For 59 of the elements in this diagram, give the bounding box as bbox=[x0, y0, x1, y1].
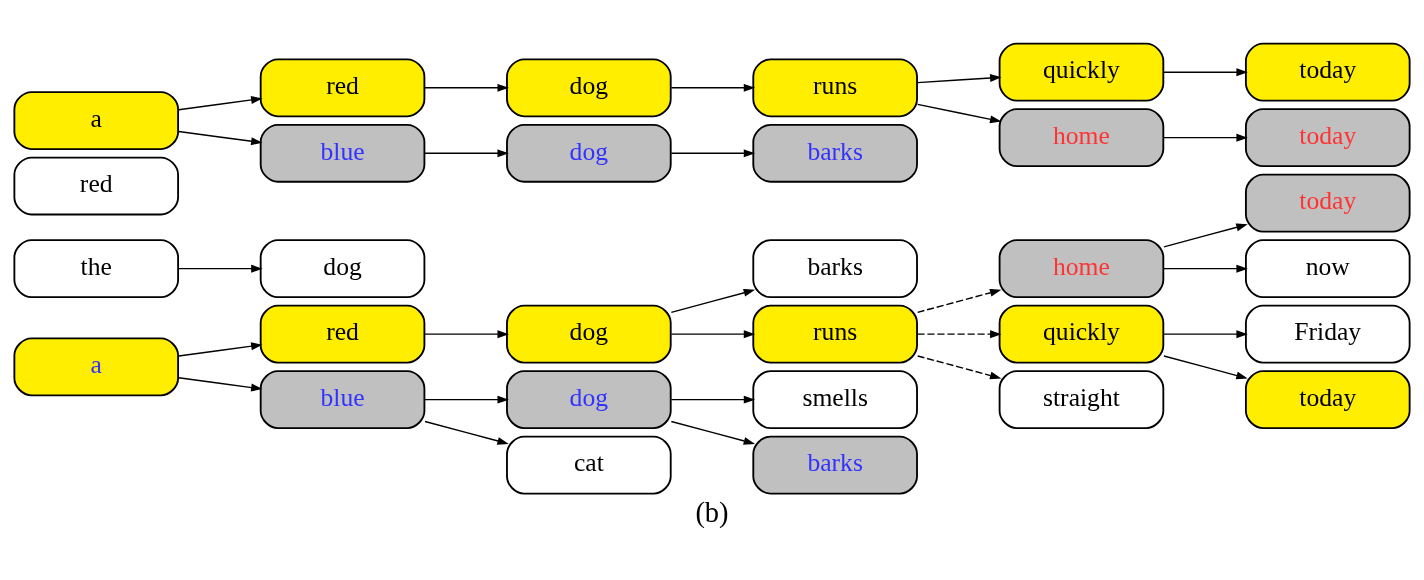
node-box: straight bbox=[998, 370, 1165, 430]
arrow bbox=[424, 420, 509, 445]
node-box: now bbox=[1244, 239, 1411, 299]
arrow bbox=[424, 83, 509, 92]
node-box: dog bbox=[259, 239, 426, 299]
arrow bbox=[1163, 223, 1248, 248]
node-box: barks bbox=[752, 239, 918, 299]
arrow bbox=[670, 395, 756, 404]
node-box: a bbox=[13, 337, 180, 397]
arrow bbox=[916, 288, 1002, 314]
arrow bbox=[1163, 330, 1248, 339]
arrow bbox=[178, 342, 263, 357]
arrow bbox=[670, 330, 756, 339]
arrow bbox=[178, 264, 263, 273]
node-box: Friday bbox=[1244, 304, 1411, 364]
node-box: blue bbox=[259, 370, 426, 430]
caption: (b) bbox=[695, 497, 729, 529]
node-box: red bbox=[13, 156, 180, 216]
arrow bbox=[670, 288, 756, 314]
node-box: red bbox=[259, 58, 426, 118]
node-box: dog bbox=[506, 370, 672, 430]
node-box: smells bbox=[752, 370, 918, 430]
arrow bbox=[178, 377, 263, 392]
node-box: dog bbox=[506, 123, 672, 183]
arrow bbox=[178, 95, 263, 111]
arrow bbox=[1163, 68, 1248, 77]
node-box: today bbox=[1244, 370, 1411, 430]
node-box: today bbox=[1244, 108, 1411, 168]
node-box: red bbox=[259, 304, 426, 364]
node-box: today bbox=[1244, 42, 1411, 102]
arrow bbox=[424, 395, 509, 404]
node-box: quickly bbox=[998, 304, 1165, 364]
arrow bbox=[916, 355, 1002, 380]
node-box: cat bbox=[506, 435, 672, 495]
node-box: dog bbox=[506, 58, 672, 118]
arrow bbox=[1163, 133, 1248, 142]
arrow bbox=[916, 330, 1002, 339]
node-box: the bbox=[13, 239, 180, 299]
arrow bbox=[670, 83, 756, 92]
node-box: dog bbox=[506, 304, 672, 364]
arrow bbox=[916, 73, 1002, 84]
node-box: home bbox=[998, 239, 1165, 299]
node-box: runs bbox=[752, 304, 918, 364]
arrow bbox=[916, 103, 1002, 124]
node-box: a bbox=[13, 91, 180, 150]
node-box: home bbox=[998, 108, 1165, 168]
arrow bbox=[670, 149, 756, 158]
arrow bbox=[1163, 355, 1248, 380]
arrow bbox=[1163, 264, 1248, 273]
node-box: quickly bbox=[998, 42, 1165, 102]
node-box: today bbox=[1244, 173, 1411, 233]
arrow bbox=[670, 420, 756, 445]
arrow bbox=[424, 330, 509, 339]
arrow bbox=[178, 130, 263, 146]
node-box: barks bbox=[752, 435, 918, 495]
node-box: blue bbox=[259, 123, 426, 183]
node-box: runs bbox=[752, 58, 918, 118]
node-box: barks bbox=[752, 123, 918, 183]
arrow bbox=[424, 149, 509, 158]
